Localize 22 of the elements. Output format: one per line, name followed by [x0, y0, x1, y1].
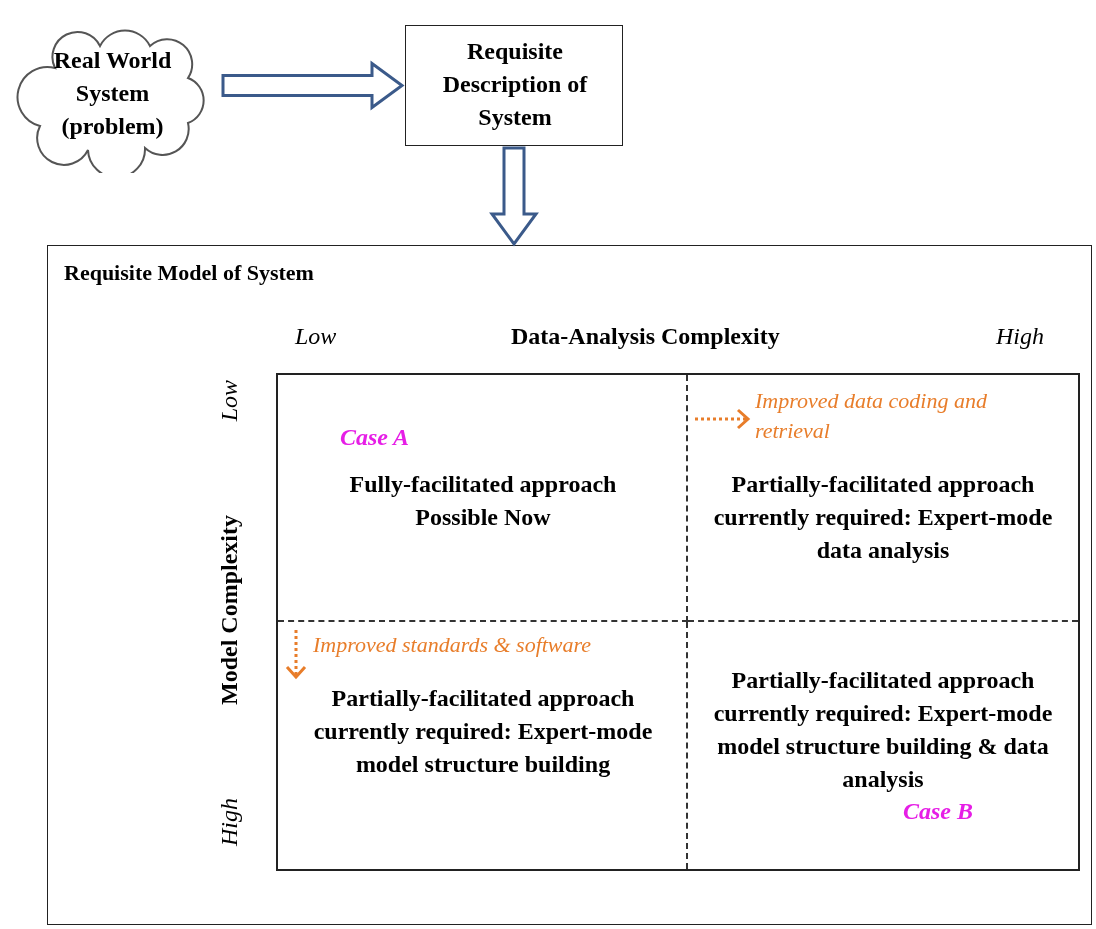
matrix-quadrant: [278, 375, 688, 622]
annotation-text: Improved data coding and retrieval: [755, 387, 988, 445]
axis-label: Low: [295, 322, 337, 351]
annotation-text: Improved standards & software: [313, 631, 593, 659]
case-label: Case B: [903, 797, 973, 826]
node-text: Fully-facilitated approach Possible Now: [348, 470, 618, 532]
axis-title: Data-Analysis Complexity: [511, 322, 780, 351]
node-text: Partially-facilitated approach currently required: Expert-mode model structure building: [313, 684, 653, 779]
block-arrow: [221, 60, 405, 111]
node-text: Partially-facilitated approach currently required: Expert-mode model structure building & data analysis: [712, 666, 1054, 794]
axis-label: Low: [215, 380, 243, 422]
node-text: Real World System (problem): [52, 46, 173, 141]
block-arrow: [489, 146, 539, 247]
container-box: [47, 245, 1092, 925]
axis-title: Model Complexity: [215, 515, 243, 705]
axis-label: High: [996, 322, 1044, 351]
container-title: Requisite Model of System: [64, 259, 314, 287]
case-label: Case A: [340, 423, 410, 452]
node-text: Partially-facilitated approach currently required: Expert-mode data analysis: [713, 470, 1053, 565]
axis-label: High: [215, 798, 243, 846]
process-box: [405, 25, 623, 146]
node-text: Requisite Description of System: [441, 37, 589, 132]
